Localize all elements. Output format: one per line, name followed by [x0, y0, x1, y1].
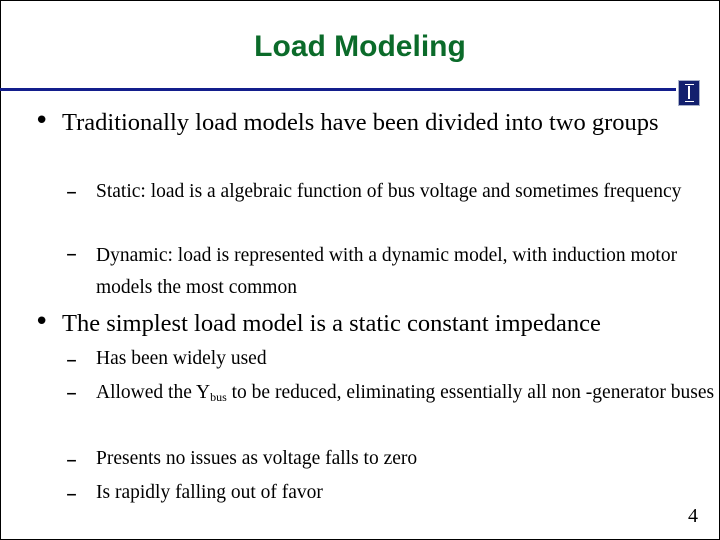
sub-bullet-text: Has been widely used: [96, 348, 267, 369]
sub-bullet-text: Presents no issues as voltage falls to z…: [96, 448, 418, 469]
bullet-marker: •: [34, 106, 50, 136]
dash-marker: –: [66, 180, 77, 205]
dash-marker: –: [66, 348, 77, 373]
dash-marker: –: [66, 448, 77, 473]
title-rule: [0, 88, 676, 91]
sub-bullet-text: Dynamic: load is represented with a dyna…: [96, 245, 678, 298]
title-bar: Load Modeling: [0, 0, 720, 91]
slide-title: Load Modeling: [254, 30, 466, 63]
university-i-logo-icon: [678, 80, 700, 106]
logo-glyph: [685, 84, 694, 102]
sub-bullet-text: Is rapidly falling out of favor: [96, 482, 323, 503]
bullet-text: Traditionally load models have been divi…: [62, 109, 659, 136]
dash-marker: –: [66, 482, 77, 507]
bullet-marker: •: [34, 307, 50, 337]
sub-bullet-part: Allowed the Y: [96, 382, 211, 403]
ybus-subscript: bus: [210, 390, 227, 404]
bullet-text: The simplest load model is a static cons…: [62, 310, 601, 337]
sub-bullet-text-ybus: Allowed the Ybus to be reduced, eliminat…: [96, 377, 716, 413]
page-number: 4: [688, 505, 698, 527]
sub-bullet-part: to be reduced, eliminating essentially a…: [231, 382, 715, 403]
dash-marker: –: [66, 242, 77, 267]
dash-marker: –: [66, 381, 77, 406]
sub-bullet-text: Static: load is a algebraic function of …: [96, 181, 682, 202]
